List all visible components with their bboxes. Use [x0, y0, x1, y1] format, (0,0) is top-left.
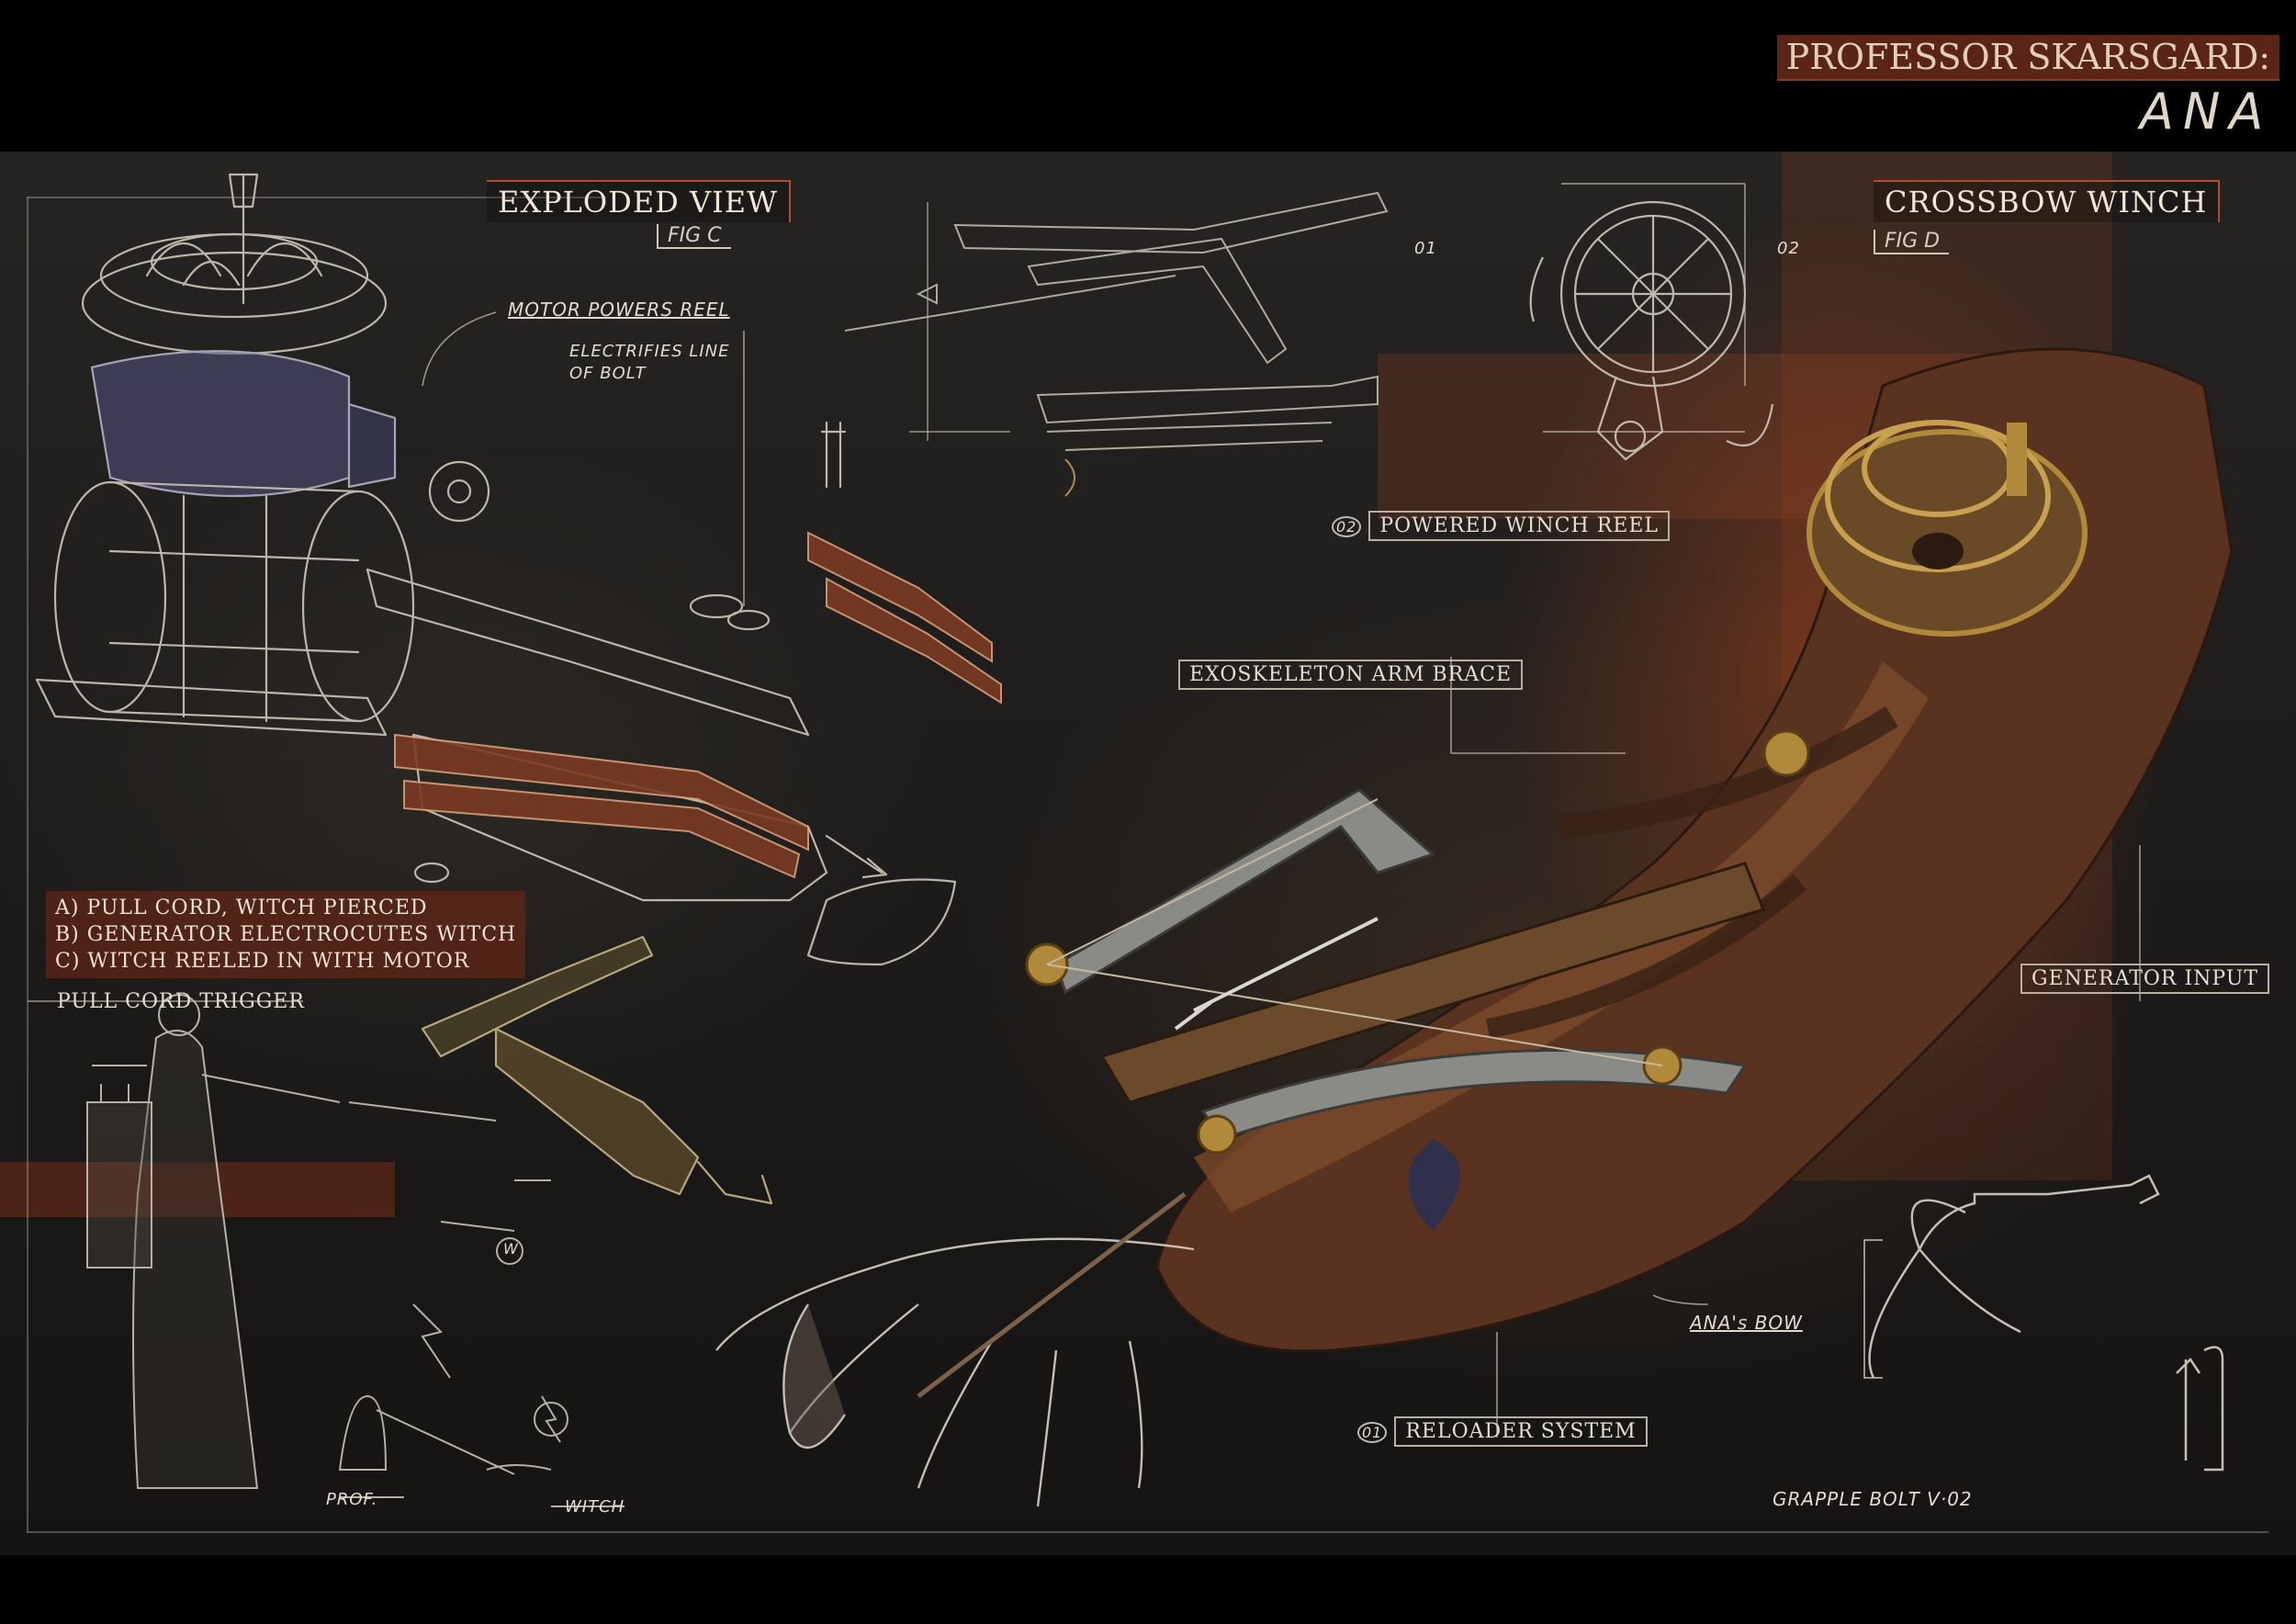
- grapple-bolt-label: GRAPPLE BOLT V·02: [1773, 1488, 1973, 1510]
- powered-winch-reel-num: 02: [1332, 516, 1362, 537]
- character-sketch: [86, 994, 625, 1507]
- crossbow-top-sketch: [844, 191, 1389, 497]
- reloader-system-label: RELOADER SYSTEM: [1394, 1416, 1648, 1447]
- reloader-system-num: 01: [1357, 1422, 1388, 1443]
- prof-label: PROF.: [326, 1490, 378, 1509]
- winch-wheel-sketch: [1529, 183, 1774, 461]
- fig-d-label: FIG D: [1874, 230, 1950, 254]
- author-name: PROFESSOR SKARSGARD: [1785, 37, 2259, 77]
- note-a: A) PULL CORD, WITCH PIERCED: [55, 897, 428, 919]
- arrow-sketch: [825, 834, 888, 879]
- grapple-bolt-sketch: [1863, 1174, 2224, 1472]
- exoskeleton-arm-brace-label: EXOSKELETON ARM BRACE: [1178, 660, 1524, 690]
- gear-parts-sketch: [413, 421, 847, 884]
- exploded-view-title: EXPLODED VIEW: [487, 180, 791, 222]
- w-marker-label: W: [503, 1240, 519, 1257]
- note-c: C) WITCH REELED IN WITH MOTOR: [55, 950, 470, 973]
- anas-bow-label: ANA's BOW: [1690, 1312, 1803, 1334]
- electrifies-line-label-1: ELECTRIFIES LINE: [569, 342, 730, 361]
- callout-num-02: 02: [1777, 239, 1800, 258]
- electrifies-line-label-2: OF BOLT: [569, 364, 647, 383]
- generator-input-label: GENERATOR INPUT: [2020, 964, 2270, 994]
- professor-title: PROFESSOR SKARSGARD:: [1776, 35, 2279, 81]
- shield-sketch: [806, 878, 957, 966]
- fig-c-label: FIG C: [657, 224, 731, 249]
- subject-name: ANA: [2140, 83, 2273, 141]
- hand-sketch: [715, 1192, 1195, 1507]
- powered-winch-reel-label: POWERED WINCH REEL: [1368, 511, 1670, 541]
- reel-cage-sketch: [81, 173, 388, 355]
- note-b: B) GENERATOR ELECTROCUTES WITCH: [55, 923, 517, 946]
- pull-cord-trigger-label: PULL CORD TRIGGER: [57, 990, 305, 1013]
- callout-num-01: 01: [1414, 239, 1437, 258]
- trigger-sketch: [421, 935, 773, 1205]
- rust-stripe-3: [0, 1162, 395, 1217]
- crossbow-winch-title: CROSSBOW WINCH: [1874, 180, 2221, 222]
- exploded-limbs: [394, 531, 1002, 879]
- sequence-notes: A) PULL CORD, WITCH PIERCED B) GENERATOR…: [46, 891, 526, 978]
- motor-housing-sketch: [90, 350, 397, 498]
- powered-winch-reel-callout: 02 POWERED WINCH REEL: [1332, 511, 1670, 541]
- reloader-system-callout: 01 RELOADER SYSTEM: [1357, 1416, 1648, 1447]
- leader-lines: [28, 311, 2141, 1438]
- title-colon: :: [2258, 37, 2270, 77]
- motor-powers-reel-label: MOTOR POWERS REEL: [508, 299, 730, 321]
- witch-label: WITCH: [565, 1497, 625, 1517]
- arm-cage-sketch: [35, 480, 415, 737]
- arm-rendering: [1025, 347, 2234, 1353]
